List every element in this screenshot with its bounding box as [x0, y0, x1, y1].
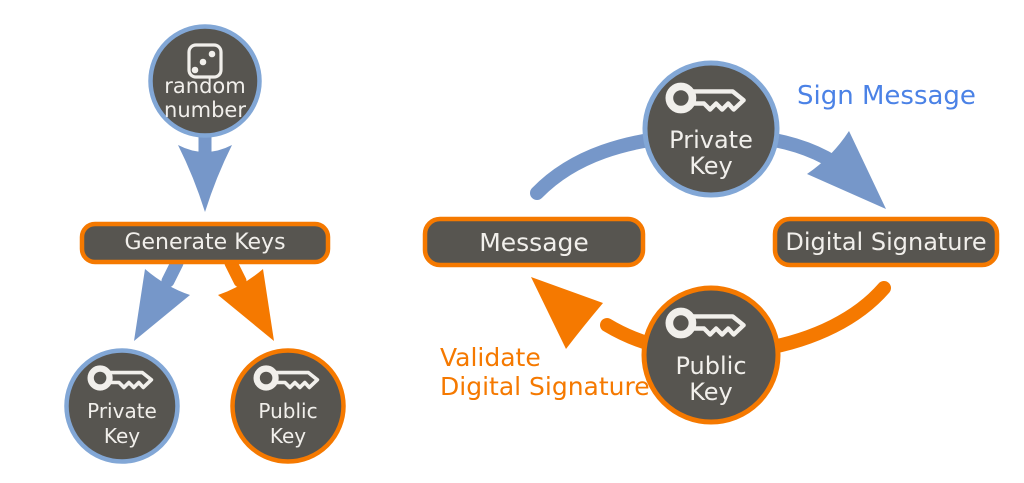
public-key-right-label-line1: Public: [675, 352, 746, 380]
sign-validate-cycle: Message Digital Signature Private Key Pu…: [422, 60, 1000, 425]
message-label: Message: [479, 228, 589, 257]
generate-keys-label: Generate Keys: [124, 230, 285, 255]
private-key-right-label-line1: Private: [669, 126, 753, 154]
public-key-left-label-line2: Key: [270, 424, 306, 448]
random-number-node: [148, 24, 262, 138]
digital-signature-label: Digital Signature: [785, 228, 986, 256]
random-number-label-line2: number: [164, 98, 246, 122]
arrow-generate-to-public-shaft: [224, 256, 247, 288]
arrow-generate-to-private-head: [134, 269, 190, 341]
validate-annotation-line2: Digital Signature: [440, 372, 650, 401]
private-key-right-label-line2: Key: [689, 152, 733, 180]
public-key-left-label-line1: Public: [258, 399, 317, 423]
arrow-generate-to-private-shaft: [161, 256, 184, 288]
generate-keys-node: [79, 221, 331, 265]
validate-curve-arrowhead: [531, 277, 603, 349]
private-key-left-label-line2: Key: [104, 424, 140, 448]
public-key-right-label-line2: Key: [689, 378, 733, 406]
public-key-node-right: [641, 285, 781, 425]
sign-curve-arrowhead: [807, 131, 886, 209]
key-generation-flow: random number Generate Keys Private Key …: [64, 24, 346, 464]
arrow-generate-to-public-head: [218, 269, 274, 341]
message-node: [422, 216, 646, 268]
random-number-label-line1: random: [164, 74, 245, 98]
arrow-random-to-generate-head: [178, 145, 232, 212]
sign-message-annotation: Sign Message: [797, 81, 976, 111]
digital-signature-node: [772, 216, 1000, 268]
private-key-left-label-line1: Private: [87, 399, 157, 423]
private-key-node-right: [642, 60, 780, 198]
validate-annotation-line1: Validate: [440, 343, 541, 372]
